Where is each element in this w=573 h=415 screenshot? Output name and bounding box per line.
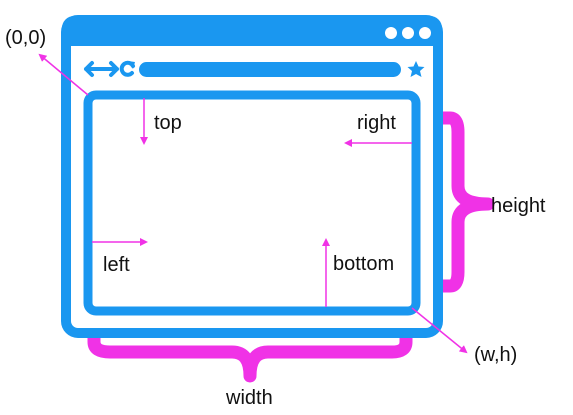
title-bar-bottom — [62, 30, 442, 46]
three-dots-icon[interactable] — [385, 27, 431, 39]
top-label: top — [154, 112, 182, 134]
reload-icon[interactable] — [119, 60, 135, 77]
right-label: right — [357, 112, 396, 134]
origin-arrow — [38, 53, 89, 96]
viewport — [83, 90, 421, 316]
height-label: height — [491, 195, 546, 217]
address-bar[interactable] — [139, 62, 401, 77]
left-label: left — [103, 254, 130, 276]
height-brace — [417, 111, 495, 293]
corner-label: (w,h) — [474, 344, 517, 366]
bottom-label: bottom — [333, 253, 394, 275]
origin-label: (0,0) — [5, 27, 46, 49]
star-icon[interactable] — [407, 61, 425, 77]
width-label: width — [225, 387, 273, 409]
arrow-left-icon[interactable] — [84, 61, 104, 77]
width-brace — [87, 321, 413, 383]
arrow-right-icon[interactable] — [100, 61, 119, 77]
corner-arrow — [411, 307, 468, 354]
